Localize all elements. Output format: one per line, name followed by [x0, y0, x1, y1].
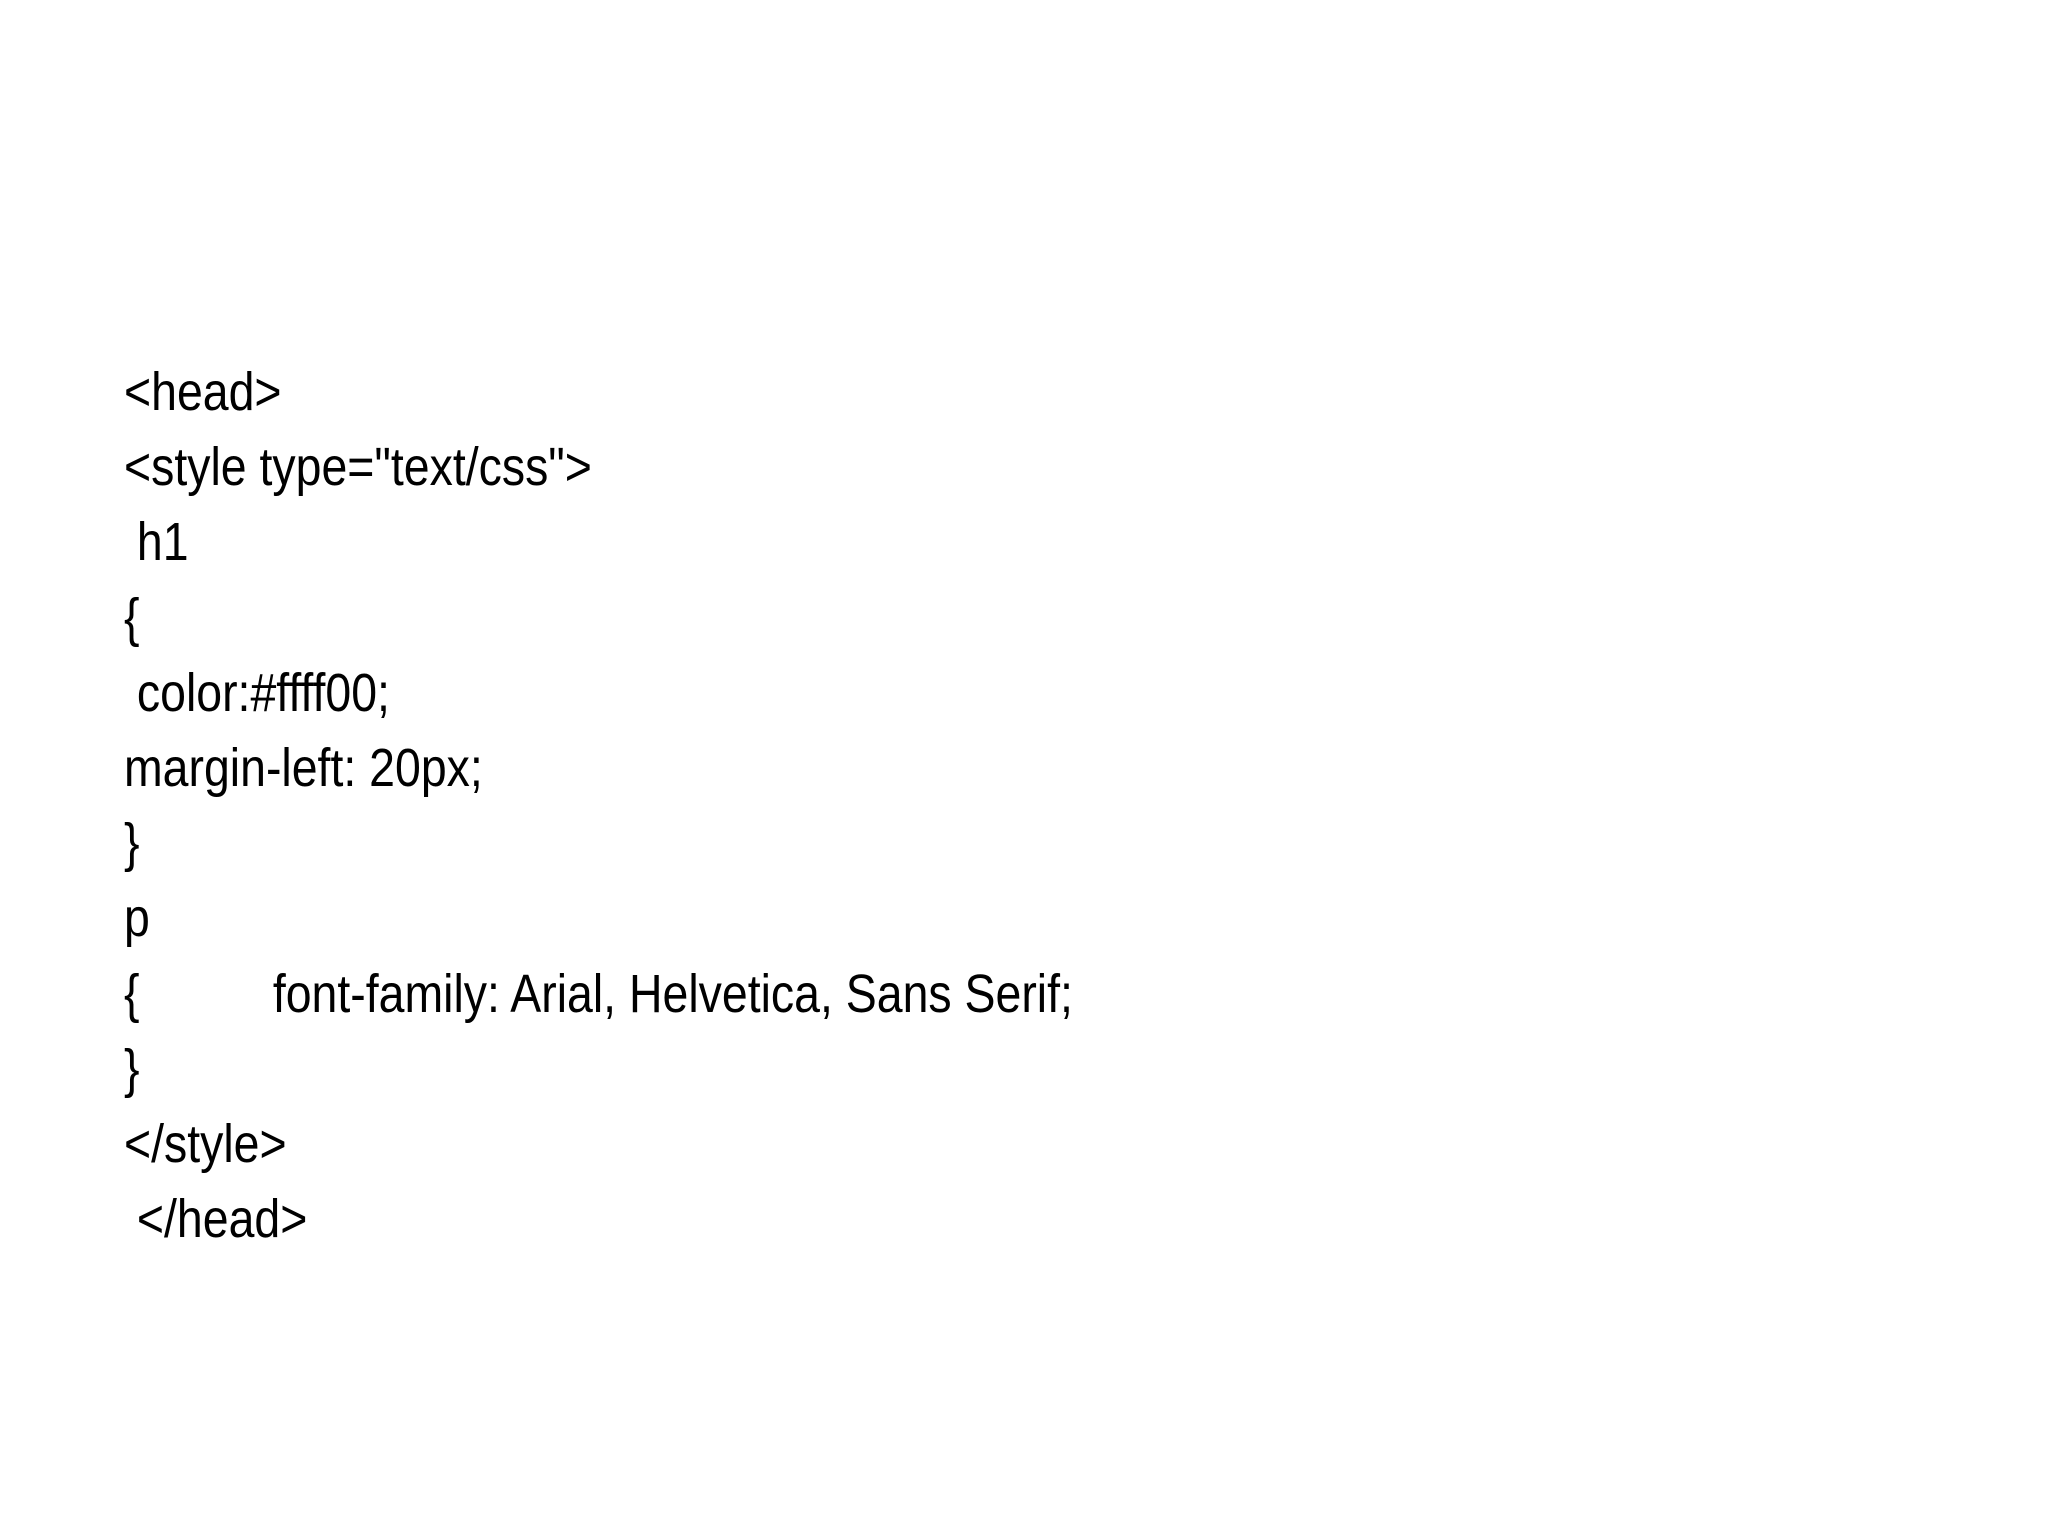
font-family-declaration: font-family: Arial, Helvetica, Sans Seri…: [272, 963, 1073, 1024]
p-brace-open: {: [124, 963, 140, 1024]
code-line-h1-brace-close: }: [124, 813, 140, 874]
code-line-p-brace-close: }: [124, 1038, 140, 1099]
css-code-snippet: <head> <style type="text/css"> h1 { colo…: [124, 355, 1924, 1257]
code-line-p-selector: p: [124, 888, 150, 949]
code-line-color-rule: color:#ffff00;: [124, 662, 390, 723]
code-line-h1-selector: h1: [124, 512, 189, 573]
code-line-margin-rule: margin-left: 20px;: [124, 737, 483, 798]
code-line-head-close: </head>: [124, 1189, 308, 1250]
code-line-style-open: <style type="text/css">: [124, 437, 592, 498]
code-line-font-family-rule: { font-family: Arial, Helvetica, Sans Ser…: [124, 957, 1672, 1032]
code-line-head-open: <head>: [124, 362, 282, 422]
code-line-style-close: </style>: [124, 1113, 287, 1174]
code-line-h1-brace-open: {: [124, 587, 140, 648]
